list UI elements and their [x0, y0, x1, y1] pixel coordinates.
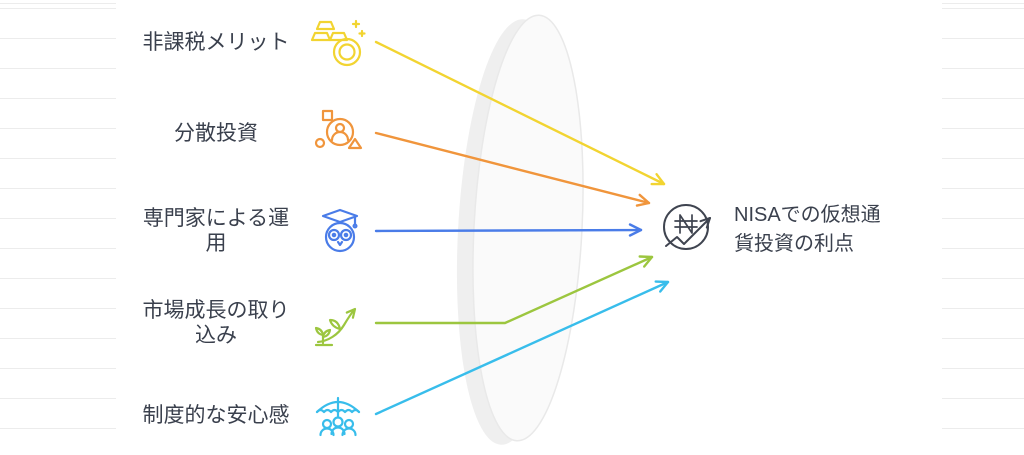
benefit-label-diversification: 分散投資 [130, 101, 302, 165]
label-line: 非課税メリット [142, 30, 290, 54]
sprout-growth-arrow-icon [310, 295, 366, 351]
benefit-label-expert-management: 専門家による運 用 [130, 199, 302, 263]
conclusion-title-line1: NISAでの仮想通 [734, 204, 881, 226]
label-line: 用 [205, 232, 227, 255]
arrow-expert-management [374, 223, 643, 237]
benefit-label-institutional-safety: 制度的な安心感 [130, 383, 302, 447]
label-line: 市場成長の取り [142, 299, 290, 322]
arrow-institutional-safety [374, 280, 670, 416]
person-shapes-icon [310, 105, 366, 161]
label-line: 専門家による運 [142, 207, 290, 230]
benefit-label-tax-free: 非課税メリット [130, 10, 302, 74]
arrow-diversification [374, 131, 651, 207]
conclusion-title-line2: 貨投資の利点 [734, 233, 854, 255]
arrow-market-growth [374, 255, 654, 325]
umbrella-people-icon [310, 387, 366, 443]
lens-ellipse [456, 14, 584, 445]
benefit-label-market-growth: 市場成長の取り 込み [130, 291, 302, 355]
owl-graduation-icon [310, 203, 366, 259]
conclusion-title: NISAでの仮想通 貨投資の利点 [734, 201, 944, 259]
label-line: 込み [195, 324, 237, 347]
gold-bars-coin-icon [310, 14, 366, 70]
arrow-tax-free [374, 40, 666, 186]
center-node-naira-trend-icon [663, 204, 711, 250]
label-line: 制度的な安心感 [142, 403, 290, 427]
label-line: 分散投資 [174, 121, 258, 145]
